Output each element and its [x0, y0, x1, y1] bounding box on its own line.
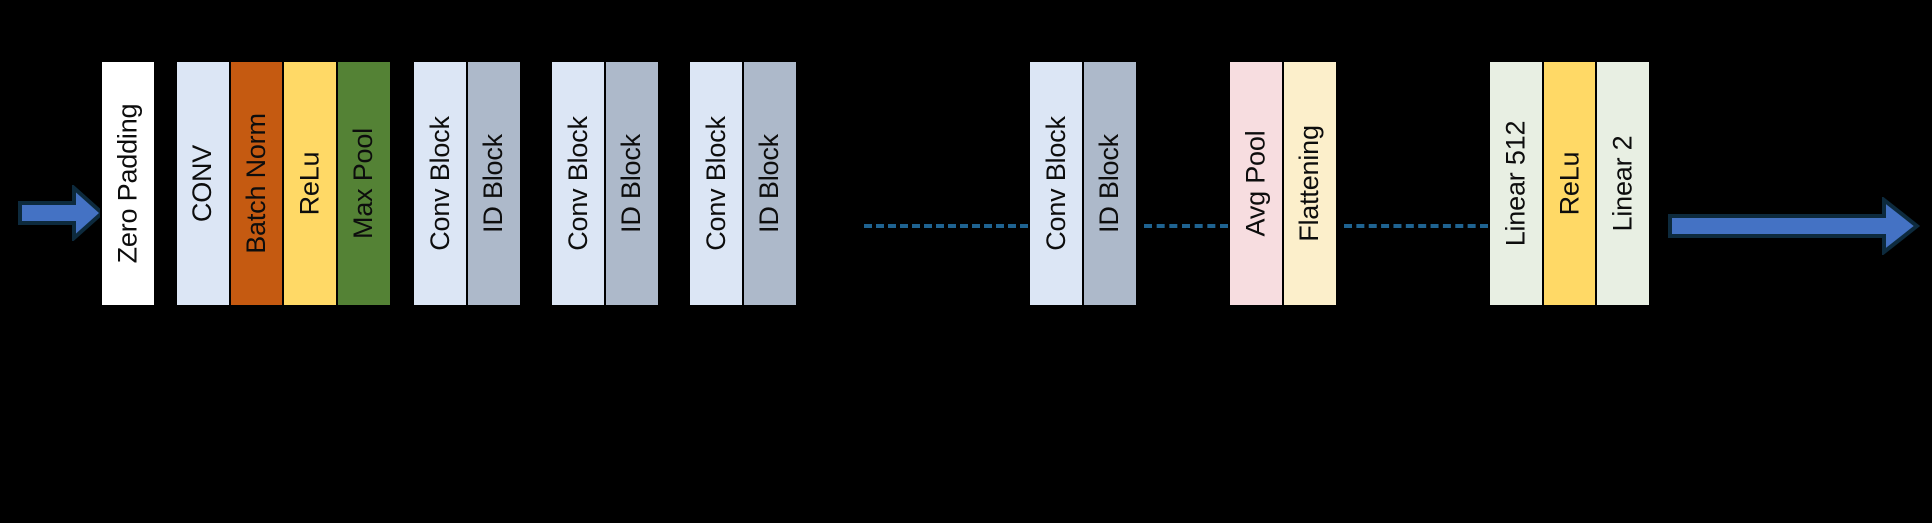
zero-padding-group: Zero Padding [100, 60, 156, 307]
block-label: Max Pool [348, 128, 379, 239]
stage-1-group: Conv Block ID Block [412, 60, 522, 307]
stage-2-group: Conv Block ID Block [550, 60, 660, 307]
classifier-group: Linear 512 ReLu Linear 2 [1488, 60, 1651, 307]
output-arrow [1668, 197, 1920, 255]
block-label: Avg Pool [1240, 130, 1271, 237]
block-id-block-2[interactable]: ID Block [603, 60, 660, 307]
block-batch-norm[interactable]: Batch Norm [228, 60, 285, 307]
block-label: Batch Norm [241, 113, 272, 254]
block-label: Linear 512 [1500, 120, 1531, 247]
block-zero-padding[interactable]: Zero Padding [100, 60, 156, 307]
stage-3-group: Conv Block ID Block [688, 60, 798, 307]
block-label: Conv Block [562, 116, 593, 251]
block-label: CONV [187, 144, 218, 223]
block-label: Conv Block [700, 116, 731, 251]
stage-4-group: Conv Block ID Block [1028, 60, 1138, 307]
block-id-block-4[interactable]: ID Block [1081, 60, 1138, 307]
block-avg-pool[interactable]: Avg Pool [1228, 60, 1284, 307]
block-conv[interactable]: CONV [175, 60, 231, 307]
block-conv-block-3[interactable]: Conv Block [688, 60, 744, 307]
block-relu-classifier[interactable]: ReLu [1541, 60, 1598, 307]
block-label: Conv Block [1040, 116, 1071, 251]
input-arrow [18, 185, 104, 241]
block-label: Zero Padding [112, 103, 143, 264]
connector-dash-6 [1344, 224, 1488, 228]
block-relu-stem[interactable]: ReLu [282, 60, 338, 307]
block-conv-block-2[interactable]: Conv Block [550, 60, 606, 307]
block-id-block-1[interactable]: ID Block [465, 60, 522, 307]
block-label: ReLu [294, 151, 325, 216]
block-label: ID Block [754, 134, 784, 233]
block-label: Flattening [1294, 125, 1325, 242]
pool-flatten-group: Avg Pool Flattening [1228, 60, 1338, 307]
block-label: Conv Block [424, 116, 455, 251]
connector-dash-5 [1144, 224, 1228, 228]
block-id-block-3[interactable]: ID Block [741, 60, 798, 307]
block-linear-2[interactable]: Linear 2 [1595, 60, 1651, 307]
block-label: ReLu [1554, 151, 1584, 216]
block-label: ID Block [478, 134, 508, 233]
block-label: ID Block [616, 134, 646, 233]
block-linear-512[interactable]: Linear 512 [1488, 60, 1544, 307]
connector-dash-4 [864, 224, 1028, 228]
block-max-pool[interactable]: Max Pool [335, 60, 392, 307]
block-conv-block-1[interactable]: Conv Block [412, 60, 468, 307]
block-flattening[interactable]: Flattening [1281, 60, 1338, 307]
block-label: ID Block [1094, 134, 1124, 233]
block-label: Linear 2 [1607, 135, 1638, 232]
stem-group: CONV Batch Norm ReLu Max Pool [175, 60, 392, 307]
block-conv-block-4[interactable]: Conv Block [1028, 60, 1084, 307]
